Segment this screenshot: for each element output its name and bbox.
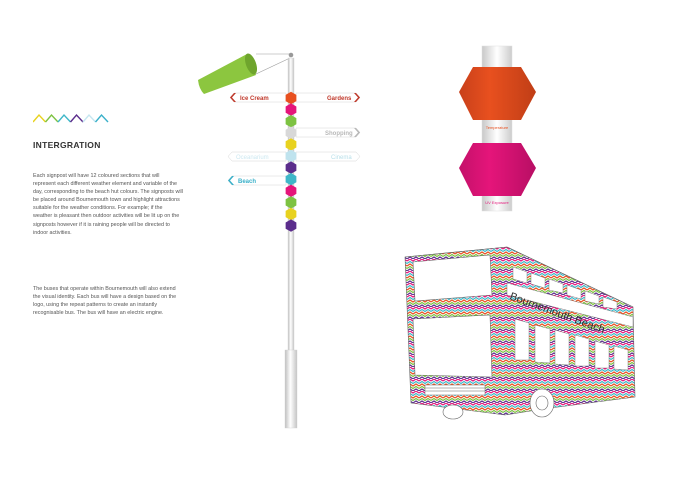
sign-oceanarium: Oceanarium <box>227 151 287 162</box>
bus-wheel-hub <box>535 395 549 411</box>
zigzag-stroke <box>33 113 47 123</box>
signpost-illustration: Ice Cream Gardens Shopping Oceanarium Ci… <box>198 52 361 429</box>
bus-front-roof-line <box>404 246 508 258</box>
weather-segment-4 <box>285 126 297 139</box>
zigzag-stroke <box>44 113 59 123</box>
body-paragraph-signposts: Each signpost will have 12 coloured sect… <box>33 173 183 236</box>
zigzag-logo <box>33 113 109 123</box>
sign-shopping: Shopping <box>295 127 361 138</box>
uv-sensor <box>459 143 536 196</box>
bus-lower-side-windows <box>514 318 629 371</box>
sign-label-cinema: Cinema <box>331 155 352 161</box>
sign-gardens: Gardens <box>295 92 361 103</box>
temperature-label: Temperature <box>486 125 509 130</box>
windsock-icon <box>198 52 294 94</box>
weather-segment-5 <box>285 138 297 151</box>
uv-label: UV Exposure <box>485 200 509 205</box>
bus-upper-side-windows <box>512 266 618 310</box>
zigzag-stroke <box>82 113 97 123</box>
pole-base <box>284 349 298 429</box>
bus-illustration: Bournemouth Beach <box>404 246 636 420</box>
weather-segment-3 <box>285 115 297 128</box>
sign-label-shopping: Shopping <box>325 131 353 137</box>
bus-windshield <box>412 314 493 378</box>
weather-segment-6 <box>285 149 297 163</box>
sign-ice-cream: Ice Cream <box>229 92 287 103</box>
sign-label-beach: Beach <box>238 179 256 185</box>
temperature-sensor <box>459 67 536 120</box>
weather-segment-9 <box>285 184 297 197</box>
weather-segment-11 <box>285 207 297 221</box>
weather-segment-8 <box>285 173 297 186</box>
sign-label-oceanarium: Oceanarium <box>236 155 269 161</box>
section-heading: INTERGRATION <box>33 140 101 150</box>
sign-label-gardens: Gardens <box>327 96 352 102</box>
weather-segment-10 <box>285 196 297 209</box>
sensor-post-illustration: Temperature UV Exposure <box>459 45 536 212</box>
zigzag-stroke <box>69 113 84 123</box>
zigzag-stroke <box>94 113 109 123</box>
bus-front-wheel <box>442 404 464 420</box>
weather-segment-2 <box>285 103 297 116</box>
sign-cinema: Cinema <box>295 151 361 162</box>
zigzag-stroke <box>57 113 72 123</box>
bus-roof-line <box>506 246 634 308</box>
weather-segment-7 <box>285 161 297 174</box>
body-paragraph-buses: The buses that operate within Bournemout… <box>33 286 177 317</box>
weather-segment-12 <box>285 219 297 232</box>
weather-segments <box>285 91 297 232</box>
bus-side-band <box>506 282 634 328</box>
bus-front-window-upper <box>412 254 493 302</box>
bus-grille <box>424 384 486 396</box>
sign-beach: Beach <box>227 175 287 186</box>
sign-label-ice-cream: Ice Cream <box>240 96 269 102</box>
weather-segment-1 <box>285 91 297 105</box>
